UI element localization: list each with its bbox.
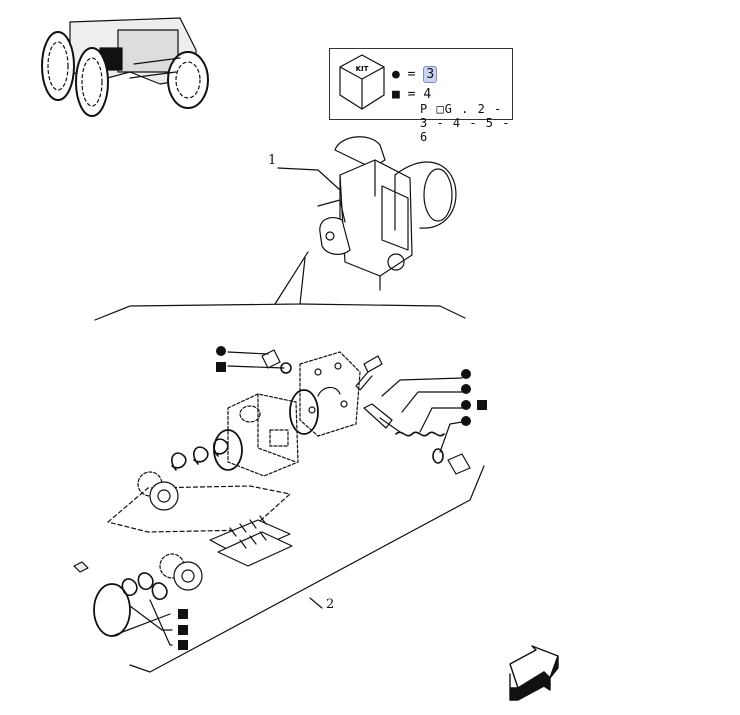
bushings-lower [159, 553, 203, 591]
kit-legend: KIT ● = 3 ■ = 4 P □G . 2 - 3 - 4 - 5 - 6 [329, 48, 513, 144]
bushings-upper [137, 471, 179, 511]
cap-screw [355, 355, 383, 391]
relief-valve-parts [363, 403, 471, 475]
kit-pages: P □G . 2 - 3 - 4 - 5 - 6 [420, 102, 511, 144]
kit-cube-icon: KIT [339, 54, 385, 110]
kit-square-row: ■ = 4 [392, 87, 431, 102]
tractor-thumbnail-icon [41, 17, 209, 117]
pump-assembly-item-1 [317, 136, 457, 291]
small-key [73, 561, 89, 573]
square-value: 4 [423, 87, 432, 102]
o-ring-large [289, 389, 319, 435]
kit-markers [178, 346, 487, 650]
square-symbol: ■ [392, 87, 400, 102]
kit-badge-label: KIT [356, 65, 369, 73]
bracket-item-2 [129, 465, 485, 673]
callout-1: 1 [268, 153, 277, 168]
pump-housing [227, 393, 299, 477]
gear-shafts [209, 515, 293, 567]
orientation-arrow-icon [509, 645, 559, 701]
leader-item-1 [277, 167, 341, 191]
circle-symbol: ● [392, 67, 400, 82]
callout-2: 2 [326, 597, 335, 612]
circle-value: 3 [423, 66, 438, 83]
gear-group-box [107, 485, 291, 533]
kit-circle-row: ● = 3 [392, 66, 438, 83]
circle-equals: = [407, 67, 416, 82]
rear-cover [299, 351, 361, 437]
square-equals: = [407, 87, 416, 102]
